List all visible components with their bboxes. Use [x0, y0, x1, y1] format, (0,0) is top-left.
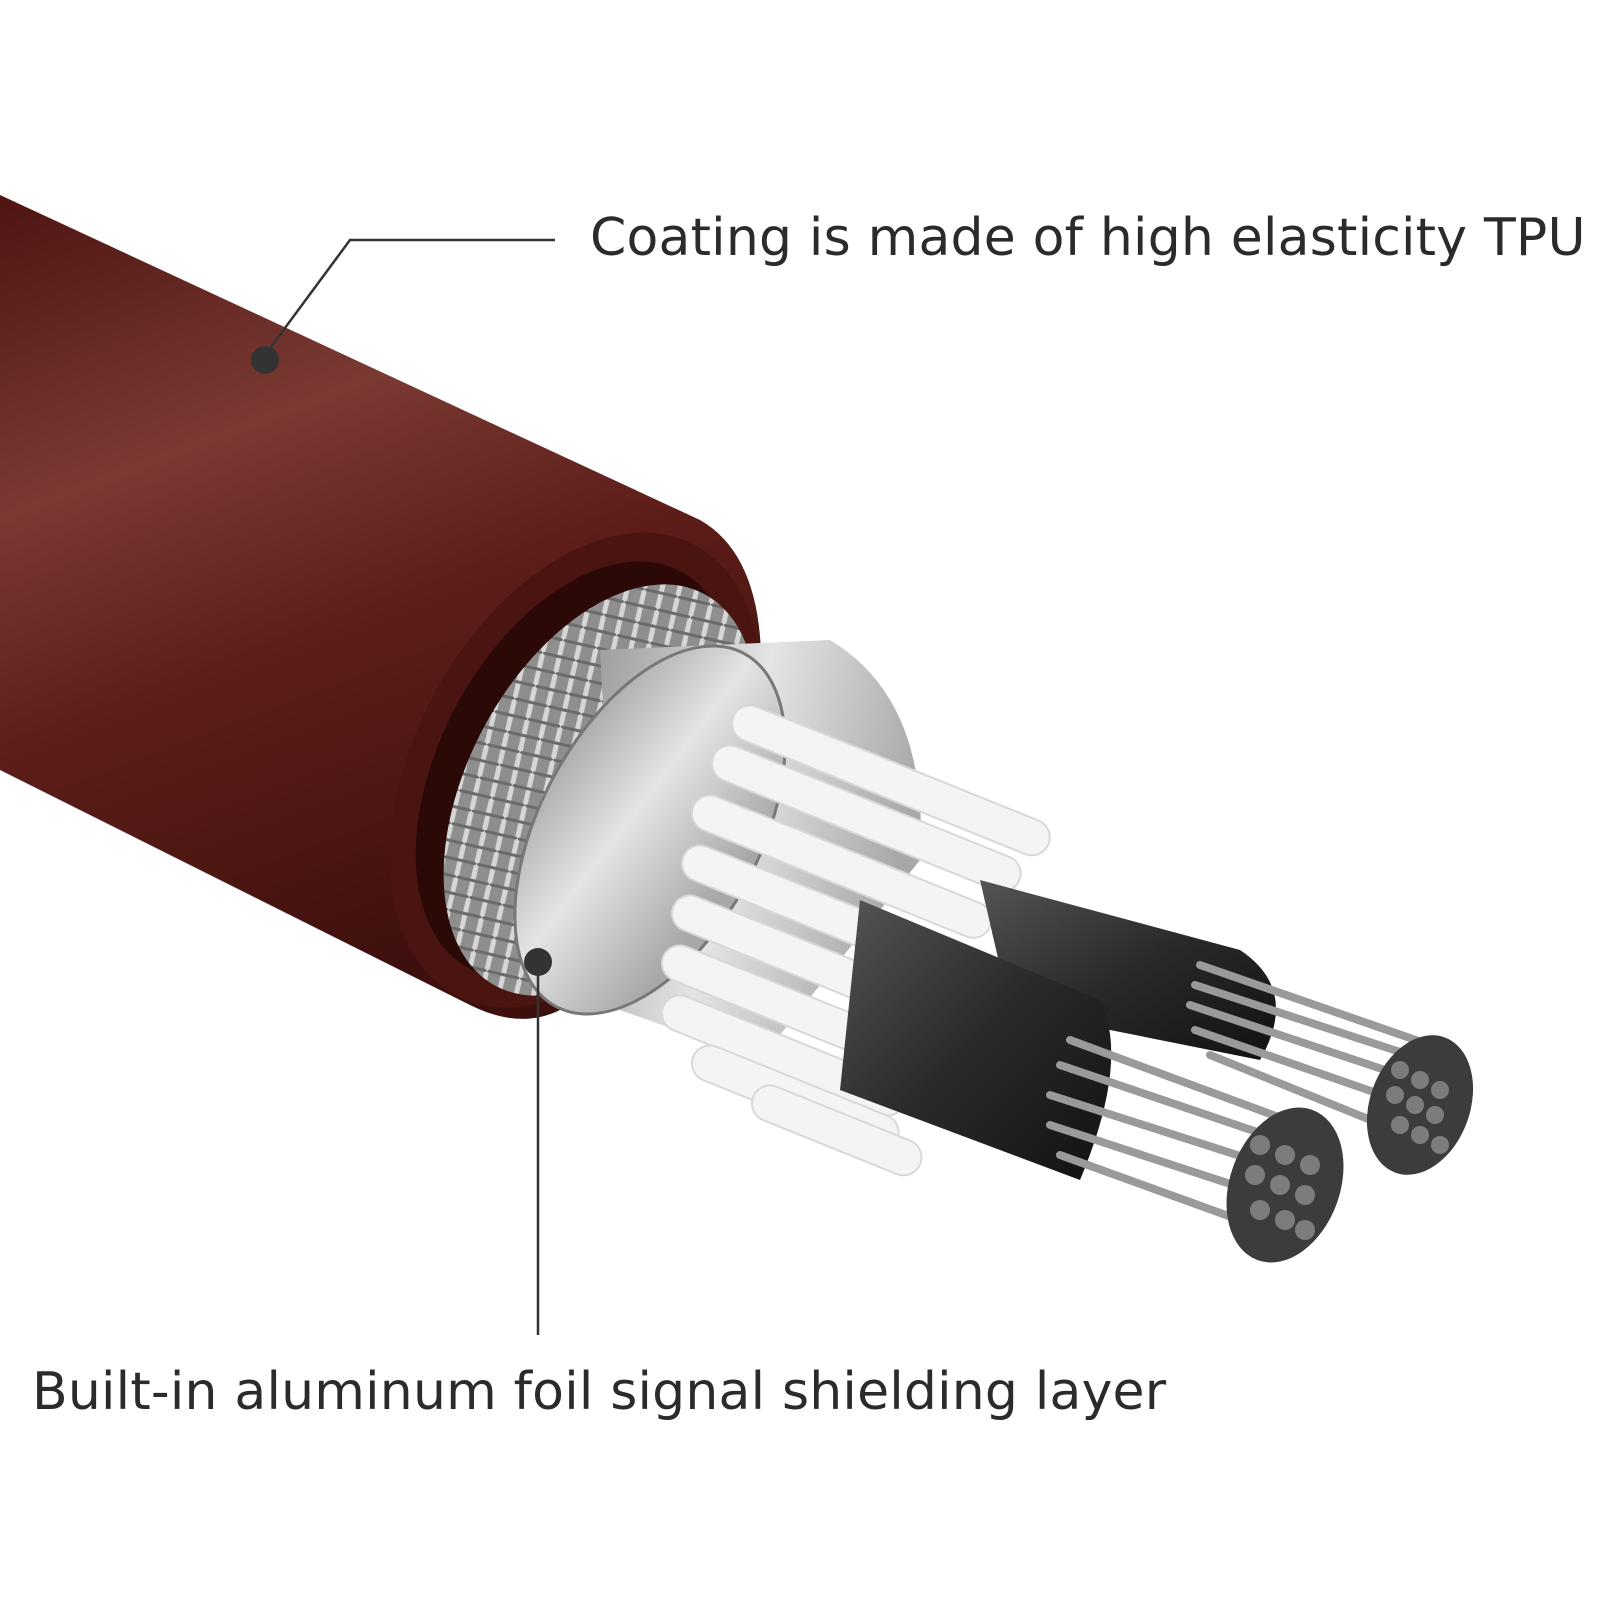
leader-dot-icon [524, 948, 552, 976]
shielding-label: Built-in aluminum foil signal shielding … [32, 1362, 1167, 1422]
leader-dot-icon [251, 346, 279, 374]
leader-line-coating [251, 238, 555, 374]
leader-line-shielding [524, 948, 552, 1335]
conductor-lower [840, 900, 1344, 1263]
coating-label: Coating is made of high elasticity TPU [590, 208, 1586, 268]
filler-strands [660, 704, 1051, 1177]
